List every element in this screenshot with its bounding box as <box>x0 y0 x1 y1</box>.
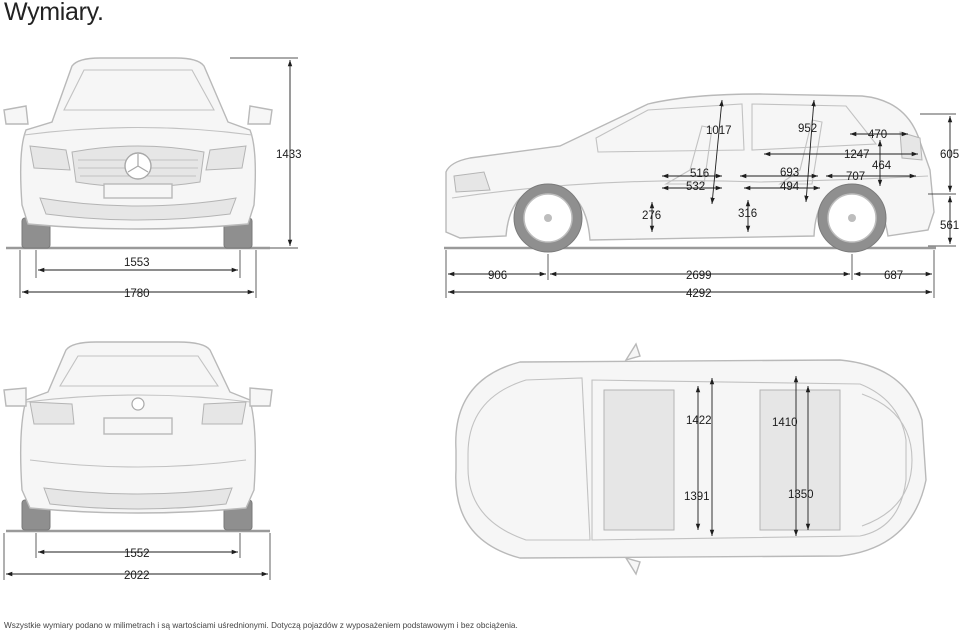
dim-track-front-label: 1553 <box>124 257 150 269</box>
top-view-car <box>455 342 927 576</box>
dim-boot-mid-label: 464 <box>872 160 892 172</box>
dim-legroom-front-a-label: 516 <box>690 168 709 180</box>
dim-legroom-front-b-label: 532 <box>686 181 705 193</box>
dim-boot-top-label: 470 <box>868 129 887 141</box>
dim-seat-height-rear-label: 316 <box>738 208 757 220</box>
dim-elbow-front-label: 1391 <box>684 491 710 503</box>
dim-boot-floor-label: 707 <box>846 171 865 183</box>
dim-wheelbase-label: 2699 <box>686 270 712 282</box>
dim-shoulder-rear-label: 1410 <box>772 417 798 429</box>
dim-rear-overhang-label: 687 <box>884 270 903 282</box>
dim-rear-height-lower-label: 561 <box>940 220 959 232</box>
dim-legroom-rear-a-label: 693 <box>780 167 799 179</box>
dim-legroom-rear-b-label: 494 <box>780 181 800 193</box>
dim-rear-height-upper-label: 605 <box>940 149 959 161</box>
front-dimensions: 1433 1553 1780 <box>19 57 302 300</box>
dim-width-label: 1780 <box>124 288 150 300</box>
dim-elbow-rear-label: 1350 <box>788 489 814 501</box>
side-dimensions: 906 2699 687 4292 1017 952 516 532 693 4… <box>445 99 959 300</box>
front-view-car <box>3 57 273 250</box>
footnote: Wszystkie wymiary podano w milimetrach i… <box>4 621 518 630</box>
rear-view-car <box>3 341 273 533</box>
dim-track-rear-label: 1552 <box>124 548 150 560</box>
rear-dimensions: 1552 2022 <box>3 533 271 582</box>
page-title: Wymiary. <box>4 0 104 26</box>
dim-height-label: 1433 <box>276 149 302 161</box>
dim-front-overhang-label: 906 <box>488 270 507 282</box>
dim-length-label: 4292 <box>686 288 712 300</box>
dim-width-mirrors-label: 2022 <box>124 570 150 582</box>
dim-headroom-front-label: 1017 <box>706 125 732 137</box>
dim-headroom-rear-label: 952 <box>798 123 817 135</box>
dim-boot-length-label: 1247 <box>844 149 870 161</box>
top-dimensions: 1422 1391 1410 1350 <box>684 376 814 536</box>
dim-shoulder-front-label: 1422 <box>686 415 712 427</box>
dim-seat-height-front-label: 276 <box>642 210 661 222</box>
